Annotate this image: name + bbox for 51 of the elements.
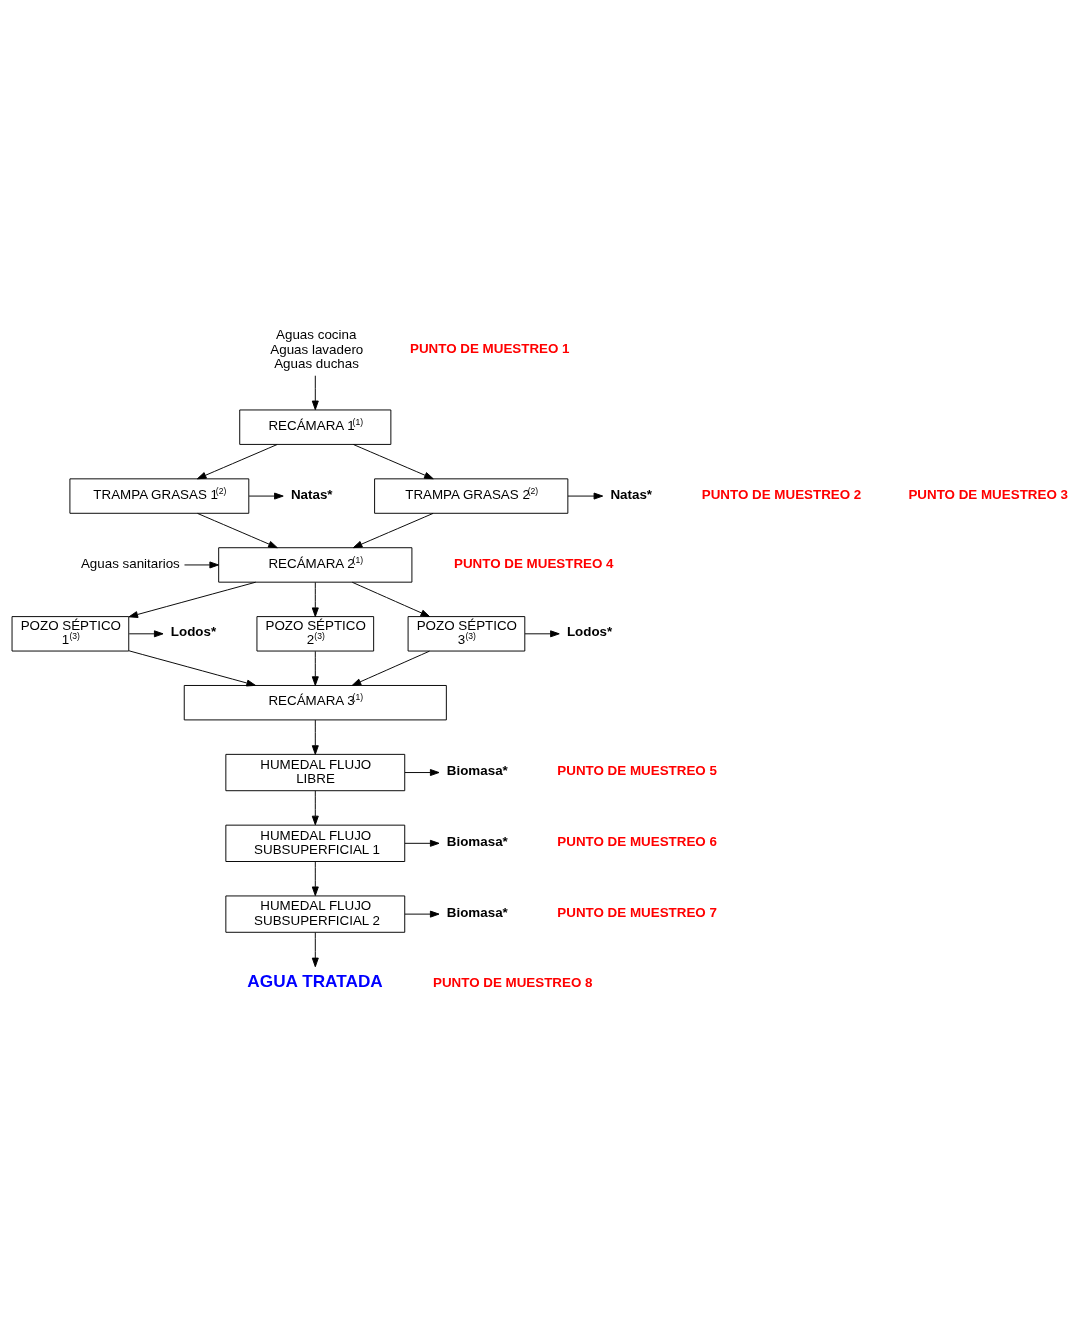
node-text: Lodos* [566,623,613,639]
node-box: POZO SÉPTICO 1$^{(3)}$ [11,615,130,651]
arrow [567,492,604,500]
node-box: POZO SÉPTICO 3$^{(3)}$ [407,615,526,651]
arrow [352,443,434,479]
node-box: RECÁMARA 1$^{(1)}$ [239,409,392,445]
label: PUNTO DE MUESTREO 4 [454,555,614,571]
node-text: Aguas cocina Aguas lavadero Aguas duchas [270,326,364,371]
arrow [311,581,319,617]
node-box: RECÁMARA 3$^{(1)}$ [183,684,447,720]
node-text: Biomasa* [446,904,508,920]
node-box: RECÁMARA 2$^{(1)}$ [218,546,413,583]
arrow [351,650,430,686]
arrow [311,789,319,825]
node-box: HUMEDAL FLUJO SUBSUPERFICIAL 1 [225,824,406,862]
node-text: Natas* [610,486,653,502]
node-text: Biomasa* [446,833,508,849]
arrow [524,629,560,637]
label: PUNTO DE MUESTREO 8 [432,974,593,990]
arrow [311,650,319,686]
arrow [311,374,319,410]
arrow [311,860,319,896]
node-text: AGUA TRATADA [247,970,383,991]
arrow [404,768,440,776]
label: PUNTO DE MUESTREO 7 [557,904,717,920]
arrow [128,581,257,618]
arrow [404,839,440,847]
label: PUNTO DE MUESTREO 6 [557,833,717,849]
label: PUNTO DE MUESTREO 2 [701,486,862,502]
label: PUNTO DE MUESTREO 5 [557,762,717,778]
arrow [311,719,319,755]
node-text: Aguas sanitarios [80,555,180,571]
arrow [351,581,431,617]
arrow [404,910,440,918]
arrow [197,512,278,548]
node-text: Lodos* [170,623,217,639]
node-text: Natas* [290,486,333,502]
node-box: HUMEDAL FLUJO SUBSUPERFICIAL 2 [225,894,406,933]
arrow [311,931,319,967]
label: PUNTO DE MUESTREO 1 [410,340,570,356]
node-box: POZO SÉPTICO 2$^{(3)}$ [256,615,375,651]
arrow [184,560,219,568]
label: PUNTO DE MUESTREO 3 [908,486,1068,502]
arrow [128,649,256,686]
node-text: Biomasa* [446,762,508,778]
arrow [196,443,278,479]
node-box: TRAMPA GRASAS 1$^{(2)}$ [69,477,250,514]
arrow [128,629,164,637]
arrow [352,512,434,548]
arrow [248,492,284,500]
node-box: HUMEDAL FLUJO LIBRE [225,753,406,791]
